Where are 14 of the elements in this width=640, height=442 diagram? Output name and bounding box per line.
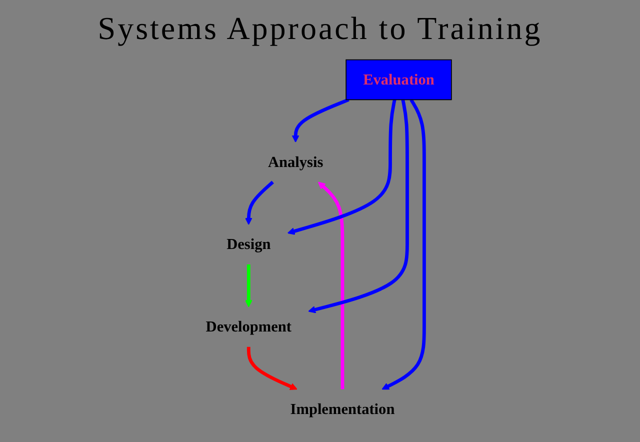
arrow — [308, 99, 409, 314]
arrow — [244, 180, 274, 225]
arrow — [244, 264, 252, 308]
node-text: Development — [206, 318, 292, 335]
node-text: Design — [226, 236, 271, 253]
arrow — [318, 182, 344, 390]
arrow — [246, 346, 298, 390]
node-text: Implementation — [290, 400, 395, 418]
node-text: Analysis — [268, 153, 324, 170]
node-box: Evaluation — [346, 59, 452, 100]
arrow — [292, 98, 350, 143]
title: Systems Approach to Training — [98, 10, 542, 47]
arrow — [382, 98, 426, 390]
arrow — [287, 99, 396, 235]
